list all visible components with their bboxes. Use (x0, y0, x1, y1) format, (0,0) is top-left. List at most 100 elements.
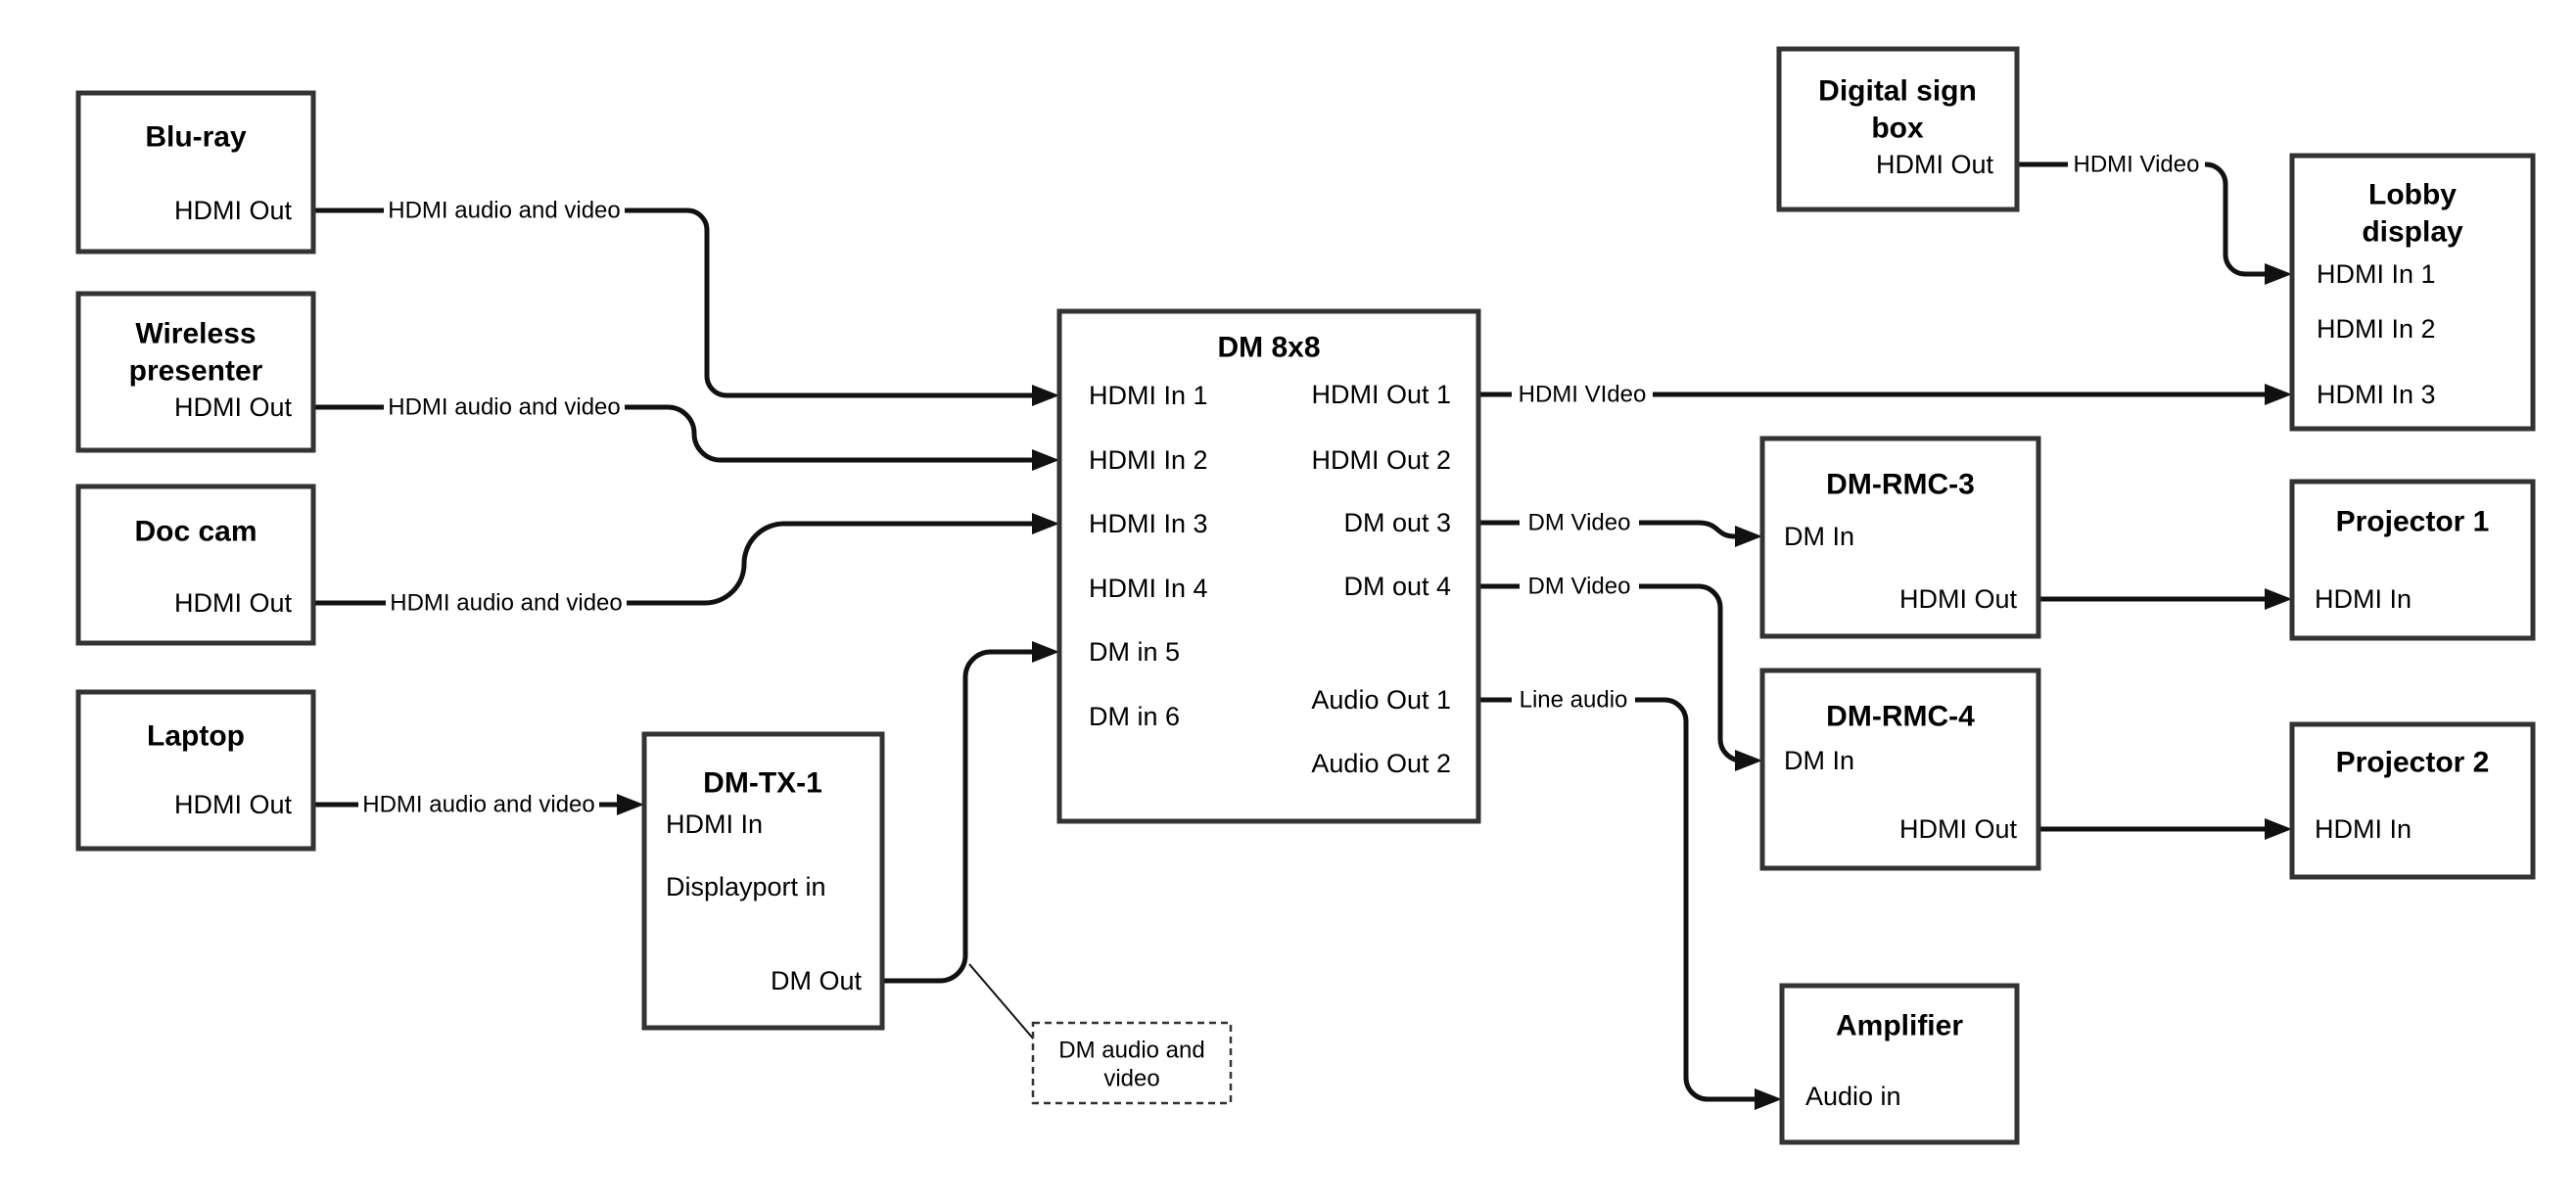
port-dm8x8-hdmi-in-2: HDMI In 2 (1089, 445, 1208, 475)
node-doccam-box (75, 484, 316, 646)
note-dm-audio-video-line2: video (1103, 1066, 1159, 1092)
edge-label-bg (1520, 572, 1639, 601)
node-lobby-display: Lobby display HDMI In 1 HDMI In 2 HDMI I… (2289, 153, 2536, 432)
port-dm8x8-dm-in-6: DM in 6 (1089, 702, 1180, 731)
arrowhead-dmtx1-hdmi-in (617, 794, 644, 815)
arrowhead-amplifier-audio-in (1755, 1088, 1782, 1110)
port-dm8x8-dm-out-3: DM out 3 (1343, 508, 1451, 537)
node-projector2-title: Projector 2 (2336, 747, 2490, 779)
port-digital-sign-hdmi-out: HDMI Out (1876, 150, 1994, 179)
port-dmtx1-displayport-in: Displayport in (666, 872, 826, 901)
arrowhead-lobby-in3 (2265, 384, 2292, 405)
port-dm8x8-hdmi-in-1: HDMI In 1 (1089, 381, 1208, 410)
node-dmtx1: DM-TX-1 HDMI In Displayport in DM Out (641, 731, 885, 1031)
node-dmtx1-box (641, 731, 885, 1031)
node-projector2: Projector 2 HDMI In (2289, 721, 2536, 880)
port-dmrmc4-hdmi-out: HDMI Out (1899, 814, 2018, 844)
arrowhead-dm8x8-in5 (1032, 641, 1059, 663)
edge-label-hdmi-video-sign: HDMI Video (2074, 152, 2200, 178)
node-wireless-presenter: Wireless presenter HDMI Out (75, 291, 316, 453)
arrowhead-projector1-hdmi-in (2265, 588, 2292, 610)
note-dm-audio-video-line1: DM audio and (1058, 1038, 1204, 1064)
node-amplifier: Amplifier Audio in (1779, 983, 2020, 1145)
arrowhead-dmrmc4-dm-in (1735, 750, 1762, 771)
arrowhead-dm8x8-in1 (1032, 385, 1059, 406)
port-laptop-hdmi-out: HDMI Out (174, 790, 293, 819)
arrowhead-dm8x8-in3 (1032, 513, 1059, 534)
note-leader-line (968, 963, 1035, 1040)
port-projector1-hdmi-in: HDMI In (2315, 584, 2412, 614)
arrowhead-projector2-hdmi-in (2265, 818, 2292, 840)
node-wireless-box (75, 291, 316, 453)
port-amplifier-audio-in: Audio in (1805, 1082, 1901, 1111)
edge-label-bg (2068, 150, 2205, 179)
node-laptop-box (75, 689, 316, 852)
arrowhead-lobby-in1 (2265, 263, 2292, 285)
node-projector1: Projector 1 HDMI In (2289, 479, 2536, 641)
edge-bluray-to-dm8x8-in1 (313, 208, 1032, 398)
port-lobby-hdmi-in-3: HDMI In 3 (2317, 380, 2436, 409)
port-dmrmc4-dm-in: DM In (1784, 746, 1854, 775)
node-dmrmc3-title: DM-RMC-3 (1826, 469, 1975, 501)
node-dmrmc4: DM-RMC-4 DM In HDMI Out (1759, 668, 2041, 871)
port-dmtx1-hdmi-in: HDMI In (666, 809, 763, 839)
node-lobby-box (2289, 153, 2536, 432)
port-dmrmc3-hdmi-out: HDMI Out (1899, 584, 2018, 614)
node-doccam: Doc cam HDMI Out (75, 484, 316, 646)
edge-label-doccam: HDMI audio and video (390, 590, 622, 617)
node-digital-sign-box: Digital sign box HDMI Out (1776, 46, 2020, 212)
note-dm-audio-video: DM audio and video (1031, 1021, 1233, 1105)
port-dm8x8-dm-in-5: DM in 5 (1089, 637, 1180, 667)
node-dm8x8-box (1056, 308, 1481, 824)
port-lobby-hdmi-in-2: HDMI In 2 (2317, 314, 2436, 344)
node-lobby-title-line2: display (2362, 216, 2463, 249)
port-projector2-hdmi-in: HDMI In (2315, 814, 2412, 844)
edge-label-wireless: HDMI audio and video (388, 394, 620, 421)
arrowhead-dm8x8-in2 (1032, 449, 1059, 471)
port-dm8x8-hdmi-in-4: HDMI In 4 (1089, 574, 1208, 603)
node-dmrmc3-box (1759, 436, 2041, 639)
port-dmrmc3-dm-in: DM In (1784, 522, 1854, 551)
node-lobby-title-line1: Lobby (2368, 179, 2457, 211)
edge-label-bg (1512, 685, 1635, 715)
port-bluray-hdmi-out: HDMI Out (174, 196, 293, 225)
edge-digitalsign-to-lobby-in1 (2017, 162, 2265, 277)
edge-wireless-to-dm8x8-in2 (313, 404, 1032, 463)
node-dm8x8: DM 8x8 HDMI In 1 HDMI In 2 HDMI In 3 HDM… (1056, 308, 1481, 824)
node-laptop: Laptop HDMI Out (75, 689, 316, 852)
port-lobby-hdmi-in-1: HDMI In 1 (2317, 259, 2436, 289)
node-bluray: Blu-ray HDMI Out (75, 90, 316, 254)
node-projector2-box (2289, 721, 2536, 880)
edge-labels: HDMI audio and video HDMI audio and vide… (358, 150, 2205, 819)
node-dmrmc4-box (1759, 668, 2041, 871)
edge-label-bg (386, 588, 627, 618)
note-dm-audio-video-box (1031, 1021, 1233, 1105)
port-wireless-hdmi-out: HDMI Out (174, 393, 293, 422)
node-digital-sign-box-rect (1776, 46, 2020, 212)
edge-label-hdmi-video-out1: HDMI VIdeo (1519, 382, 1647, 408)
edge-label-bg (358, 790, 599, 819)
node-digital-sign-title-line2: box (1871, 113, 1924, 145)
node-amplifier-box (1779, 983, 2020, 1145)
edge-label-bg (1520, 508, 1639, 537)
edge-dm8x8-audioout1-to-amplifier (1478, 697, 1755, 1102)
node-amplifier-title: Amplifier (1836, 1010, 1963, 1042)
node-bluray-box (75, 90, 316, 254)
node-bluray-title: Blu-ray (145, 121, 247, 154)
edge-doccam-to-dm8x8-in3 (313, 521, 1032, 606)
edge-dm8x8-out4-to-dmrmc4 (1478, 583, 1743, 763)
port-dm8x8-audio-out-1: Audio Out 1 (1311, 685, 1451, 715)
edge-dmtx1-to-dm8x8-in5 (882, 649, 1032, 984)
node-dmrmc4-title: DM-RMC-4 (1826, 701, 1975, 733)
node-doccam-title: Doc cam (134, 516, 257, 548)
edge-label-bg (384, 196, 625, 225)
node-wireless-title-line2: presenter (129, 355, 263, 388)
node-wireless-title-line1: Wireless (135, 318, 256, 350)
port-dmtx1-dm-out: DM Out (771, 966, 863, 995)
port-dm8x8-hdmi-out-1: HDMI Out 1 (1311, 380, 1451, 409)
node-dmrmc3: DM-RMC-3 DM In HDMI Out (1759, 436, 2041, 639)
port-doccam-hdmi-out: HDMI Out (174, 588, 293, 618)
edge-dm8x8-out3-to-dmrmc3 (1478, 520, 1736, 539)
